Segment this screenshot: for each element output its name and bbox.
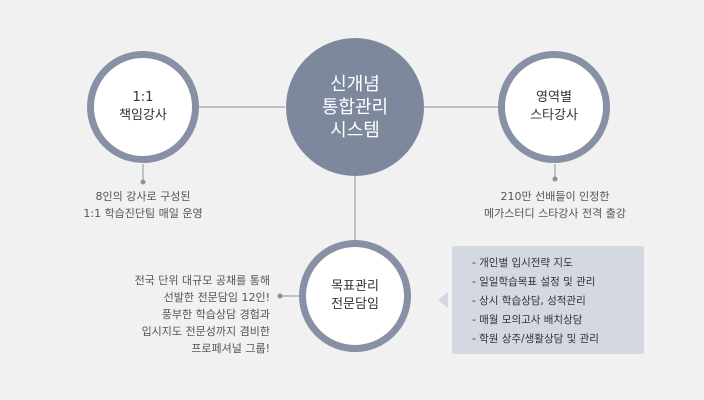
responsible-instructor-circle: 1:1 책임강사	[87, 51, 199, 163]
responsible-instructor-label: 1:1 책임강사	[119, 90, 167, 123]
list-item: - 상시 학습상담, 성적관리	[472, 295, 586, 307]
homeroom-duties-box: - 개인별 입시전략 지도 - 일일학습목표 설정 및 관리 - 상시 학습상담…	[452, 246, 644, 354]
list-item: - 개인별 입시전략 지도	[472, 257, 573, 269]
star-instructor-label: 영역별 스타강사	[530, 90, 578, 123]
homeroom-duties-list: - 개인별 입시전략 지도 - 일일학습목표 설정 및 관리 - 상시 학습상담…	[472, 254, 644, 349]
responsible-instructor-description: 8인의 강사로 구성된 1:1 학습진단팀 매일 운영	[83, 190, 203, 220]
star-instructor-description: 210만 선배들이 인정한 메가스터디 스타강사 전격 출강	[483, 190, 627, 220]
list-item: - 일일학습목표 설정 및 관리	[472, 276, 596, 288]
homeroom-teacher-description: 전국 단위 대규모 공채를 통해 선발한 전문담임 12인! 풍부한 학습상담 …	[134, 274, 270, 355]
connector-dot-left	[140, 179, 146, 185]
center-system-label: 신개념 통합관리 시스템	[321, 73, 389, 141]
center-system-circle: 신개념 통합관리 시스템	[286, 38, 424, 176]
list-item: - 매월 모의고사 배치상담	[472, 314, 583, 326]
homeroom-teacher-label: 목표관리 전문담임	[331, 279, 379, 312]
list-item: - 학원 상주/생활상담 및 관리	[472, 333, 599, 345]
homeroom-teacher-circle: 목표관리 전문담임	[299, 240, 411, 352]
info-box-pointer	[438, 292, 448, 308]
star-instructor-circle: 영역별 스타강사	[498, 51, 610, 163]
connector-dot-right	[552, 176, 558, 182]
connector-dot-bottom	[277, 293, 283, 299]
